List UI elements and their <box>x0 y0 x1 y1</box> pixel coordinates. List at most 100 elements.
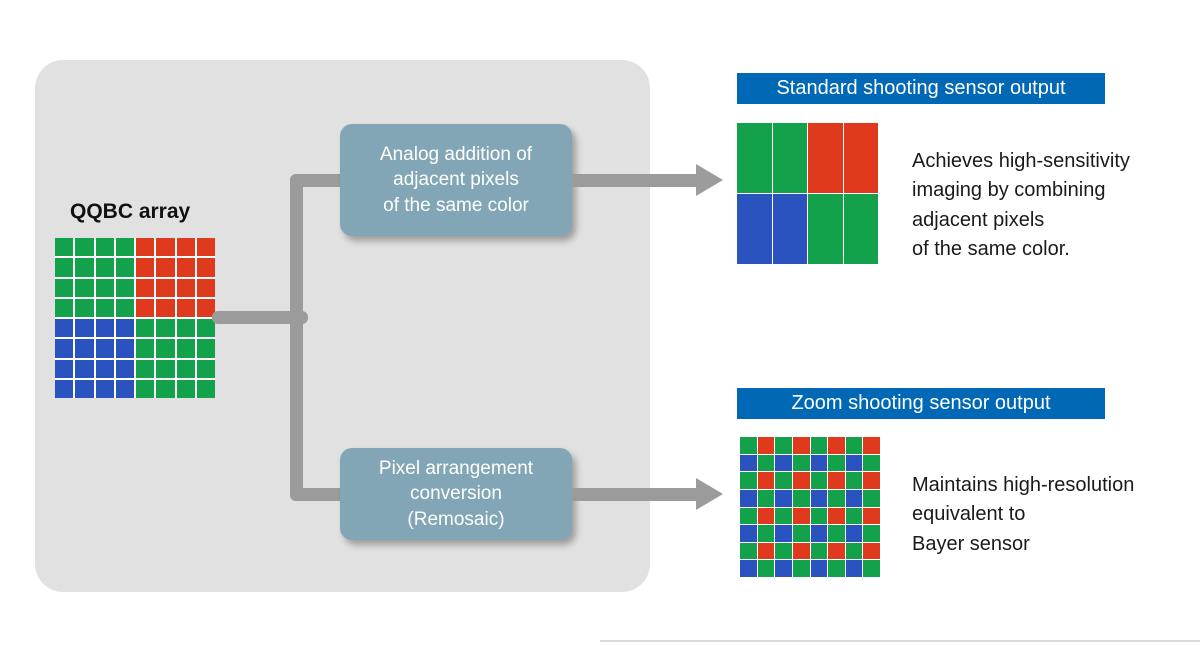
pixel-cell-red <box>757 507 775 525</box>
pixel-cell-blue <box>95 319 114 338</box>
pixel-cell-green <box>808 194 843 264</box>
pixel-cell-green <box>75 238 94 257</box>
pixel-cell-blue <box>775 560 792 577</box>
pixel-cell-green <box>775 437 792 454</box>
pixel-cell-red <box>176 238 195 257</box>
pixel-cell-green <box>757 560 775 577</box>
standard-output-grid <box>737 123 878 264</box>
pixel-cell-green <box>55 258 74 277</box>
pixel-cell-green <box>196 379 215 398</box>
bayer-output-grid <box>740 437 880 577</box>
pixel-cell-blue <box>810 454 828 472</box>
pixel-cell-blue <box>740 560 757 577</box>
arrow-bottom-shaft <box>572 488 696 501</box>
pixel-cell-blue <box>115 339 134 358</box>
pixel-cell-red <box>176 258 195 277</box>
qqbc-array-label: QQBC array <box>70 200 191 223</box>
pixel-cell-red <box>828 472 845 489</box>
standard-output-header: Standard shooting sensor output <box>737 73 1105 104</box>
arrow-bottom-head-icon <box>696 478 723 510</box>
pixel-cell-green <box>176 379 195 398</box>
pixel-cell-green <box>828 489 845 507</box>
pixel-cell-blue <box>810 525 828 542</box>
pixel-cell-green <box>757 525 775 542</box>
pixel-cell-green <box>740 437 757 454</box>
pixel-cell-green <box>196 319 215 338</box>
pixel-cell-red <box>136 238 155 257</box>
pixel-cell-green <box>775 507 792 525</box>
pixel-cell-green <box>845 507 863 525</box>
pixel-cell-green <box>843 194 878 264</box>
pixel-cell-blue <box>845 560 863 577</box>
arrow-top-shaft <box>572 174 696 187</box>
pixel-cell-blue <box>775 525 792 542</box>
pixel-cell-green <box>757 489 775 507</box>
pixel-cell-green <box>176 339 195 358</box>
pixel-cell-red <box>808 123 843 193</box>
pixel-cell-green <box>863 454 880 472</box>
pixel-cell-red <box>757 437 775 454</box>
pixel-cell-green <box>156 359 175 378</box>
pixel-cell-blue <box>95 379 114 398</box>
pixel-cell-blue <box>55 339 74 358</box>
pixel-cell-blue <box>115 319 134 338</box>
pixel-cell-red <box>176 278 195 297</box>
pixel-cell-blue <box>772 194 807 264</box>
pixel-cell-blue <box>775 489 792 507</box>
pixel-cell-green <box>828 560 845 577</box>
pixel-cell-red <box>136 278 155 297</box>
pixel-cell-red <box>863 472 880 489</box>
pixel-cell-green <box>737 123 772 193</box>
pixel-cell-green <box>828 454 845 472</box>
pixel-cell-blue <box>740 454 757 472</box>
pixel-cell-red <box>196 278 215 297</box>
pixel-cell-blue <box>115 379 134 398</box>
pixel-cell-red <box>156 258 175 277</box>
pixel-cell-blue <box>75 339 94 358</box>
pixel-cell-blue <box>75 319 94 338</box>
pixel-cell-green <box>75 298 94 317</box>
pixel-cell-green <box>845 542 863 560</box>
connector-branch-bottom <box>290 488 354 501</box>
pixel-cell-green <box>136 339 155 358</box>
pixel-cell-green <box>810 472 828 489</box>
pixel-cell-green <box>863 525 880 542</box>
pixel-cell-red <box>828 507 845 525</box>
pixel-cell-green <box>115 298 134 317</box>
pixel-cell-blue <box>75 379 94 398</box>
pixel-cell-red <box>792 437 810 454</box>
connector-branch-top <box>290 174 354 187</box>
pixel-cell-green <box>740 542 757 560</box>
pixel-cell-green <box>740 472 757 489</box>
pixel-cell-green <box>156 339 175 358</box>
pixel-cell-blue <box>740 489 757 507</box>
pixel-cell-blue <box>95 339 114 358</box>
pixel-cell-green <box>55 238 74 257</box>
pixel-cell-green <box>810 542 828 560</box>
arrow-top-head-icon <box>696 164 723 196</box>
pixel-cell-green <box>136 359 155 378</box>
pixel-cell-blue <box>845 489 863 507</box>
pixel-cell-green <box>156 379 175 398</box>
pixel-cell-red <box>156 298 175 317</box>
pixel-cell-green <box>757 454 775 472</box>
pixel-cell-red <box>828 437 845 454</box>
pixel-cell-green <box>775 472 792 489</box>
pixel-cell-blue <box>775 454 792 472</box>
pixel-cell-blue <box>115 359 134 378</box>
pixel-cell-green <box>772 123 807 193</box>
pixel-cell-red <box>792 542 810 560</box>
qqbc-pixel-grid <box>55 238 215 398</box>
pixel-cell-green <box>792 560 810 577</box>
pixel-cell-blue <box>95 359 114 378</box>
pixel-cell-green <box>95 298 114 317</box>
remosaic-box: Pixel arrangement conversion (Remosaic) <box>340 448 572 540</box>
standard-output-description: Achieves high-sensitivity imaging by com… <box>912 150 1130 261</box>
pixel-cell-blue <box>740 525 757 542</box>
pixel-cell-red <box>136 258 155 277</box>
zoom-output-description: Maintains high-resolution equivalent to … <box>912 474 1135 555</box>
pixel-cell-green <box>828 525 845 542</box>
pixel-cell-green <box>176 319 195 338</box>
pixel-cell-red <box>792 472 810 489</box>
pixel-cell-blue <box>55 319 74 338</box>
